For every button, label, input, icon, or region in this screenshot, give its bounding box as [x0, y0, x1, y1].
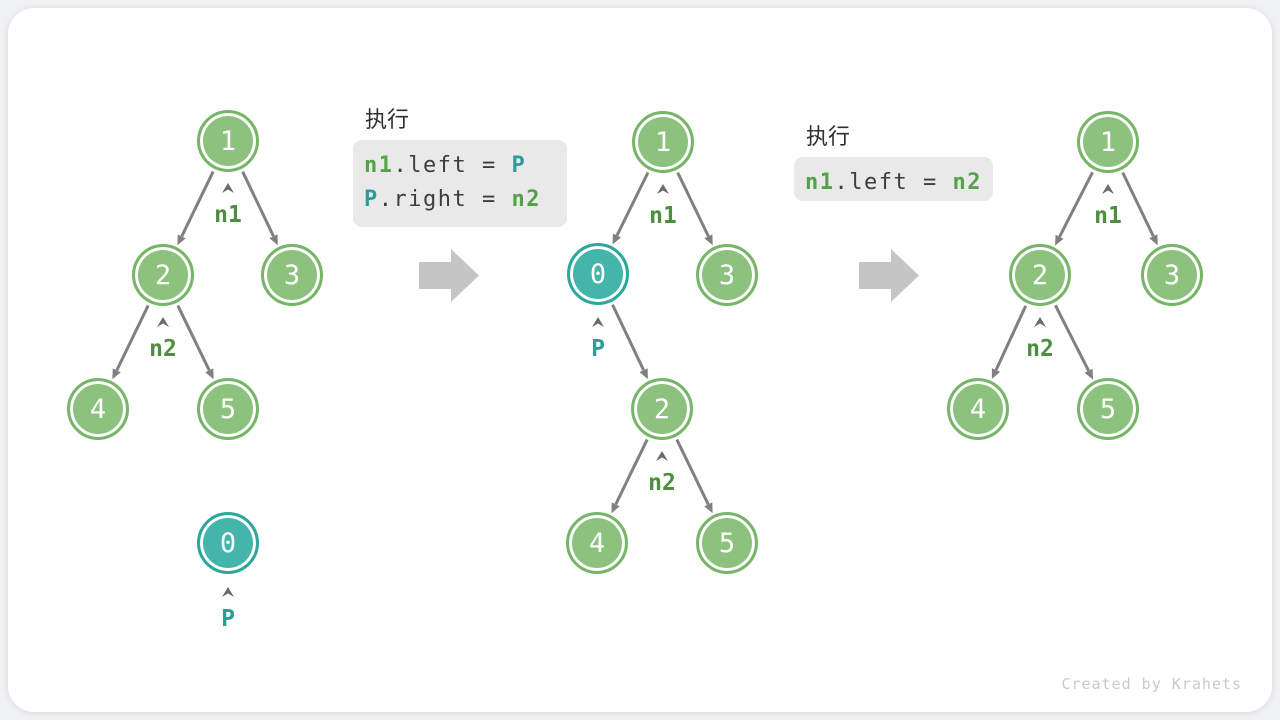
caret-up-icon [657, 184, 669, 194]
pointer-label-P: P [221, 606, 235, 632]
tree-node-value: 5 [1099, 393, 1117, 425]
tree-edge-L1-L2 [177, 170, 215, 246]
tree-edges [112, 170, 1158, 514]
pointer-label-n1: n1 [214, 202, 242, 228]
tree-node-0: 0 [567, 243, 629, 305]
tree-edge-R2-R4 [991, 305, 1028, 380]
code-block-title: 执行 [365, 108, 410, 133]
tree-edge-L1-L3 [241, 171, 278, 246]
tree-node-value: 4 [588, 527, 606, 559]
pointer-label-n1: n1 [1094, 203, 1122, 229]
code-token: n1 [364, 153, 394, 178]
tree-node-2: 2 [631, 378, 693, 440]
tree-node-3: 3 [696, 244, 758, 306]
tree-node-4: 4 [566, 512, 628, 574]
tree-node-value: 5 [219, 393, 237, 425]
tree-node-3: 3 [1141, 244, 1203, 306]
pointer-label-n2: n2 [149, 336, 177, 362]
code-token: .left [834, 170, 909, 195]
tree-node-5: 5 [197, 378, 259, 440]
tree-edge-R1-R3 [1121, 171, 1158, 246]
caret-up-icon [222, 587, 234, 597]
tree-node-value: 1 [1099, 126, 1117, 158]
tree-edge-R1-R2 [1055, 171, 1094, 246]
tree-node-value: 1 [654, 126, 672, 158]
code-token: = [467, 153, 512, 178]
tree-node-1: 1 [632, 111, 694, 173]
tree-node-value: 0 [219, 527, 237, 559]
tree-node-value: 0 [589, 258, 607, 290]
pointer-label-n2: n2 [648, 470, 676, 496]
tree-node-5: 5 [696, 512, 758, 574]
tree-edge-L2-L5 [176, 304, 214, 380]
tree-edge-M2-M5 [675, 438, 713, 514]
code-block-2: n1.left = n2 [794, 157, 993, 201]
code-line: n1.left = n2 [805, 166, 993, 200]
caret-up-icon [157, 317, 169, 327]
tree-edge-M2-M4 [611, 438, 649, 514]
watermark: Created by Krahets [1061, 675, 1242, 693]
tree-node-4: 4 [947, 378, 1009, 440]
pointer-carets [157, 183, 1114, 597]
tree-edge-R2-R5 [1054, 304, 1094, 380]
code-line: n1.left = P [364, 149, 567, 183]
right-block-arrow-icon [419, 249, 479, 302]
tree-node-3: 3 [261, 244, 323, 306]
tree-node-2: 2 [1009, 244, 1071, 306]
tree-node-5: 5 [1077, 378, 1139, 440]
code-block-title: 执行 [806, 125, 851, 150]
caret-up-icon [1034, 317, 1046, 327]
caret-up-icon [656, 451, 668, 461]
tree-node-value: 3 [1163, 259, 1181, 291]
tree-node-value: 3 [718, 259, 736, 291]
tree-node-1: 1 [197, 110, 259, 172]
code-token: = [467, 187, 512, 212]
code-token: .left [393, 153, 468, 178]
tree-node-value: 1 [219, 125, 237, 157]
tree-node-value: 4 [969, 393, 987, 425]
caret-up-icon [1102, 184, 1114, 194]
code-token: P [511, 153, 527, 178]
pointer-label-n2: n2 [1026, 336, 1054, 362]
pointer-label-n1: n1 [649, 203, 677, 229]
code-token: n2 [511, 187, 541, 212]
tree-node-value: 3 [283, 259, 301, 291]
caret-up-icon [592, 317, 604, 327]
pointer-label-P: P [591, 336, 605, 362]
tree-node-value: 4 [89, 393, 107, 425]
tree-node-value: 2 [154, 259, 172, 291]
tree-edge-M1-M3 [676, 171, 713, 246]
tree-edge-L2-L4 [112, 304, 150, 380]
tree-edge-M0-M2 [611, 304, 648, 380]
tree-node-value: 2 [1031, 259, 1049, 291]
tree-node-4: 4 [67, 378, 129, 440]
tree-node-value: 2 [653, 393, 671, 425]
code-token: P [364, 187, 379, 212]
code-token: n2 [952, 170, 982, 195]
right-block-arrow-icon [859, 249, 919, 302]
tree-node-1: 1 [1077, 111, 1139, 173]
tree-edge-M1-M0 [612, 171, 650, 245]
tree-node-0: 0 [197, 512, 259, 574]
tree-node-2: 2 [132, 244, 194, 306]
code-token: = [908, 170, 953, 195]
tree-node-value: 5 [718, 527, 736, 559]
code-token: n1 [805, 170, 835, 195]
code-token: .right [378, 187, 468, 212]
transition-arrows [419, 249, 919, 302]
code-line: P.right = n2 [364, 183, 567, 217]
caret-up-icon [222, 183, 234, 193]
